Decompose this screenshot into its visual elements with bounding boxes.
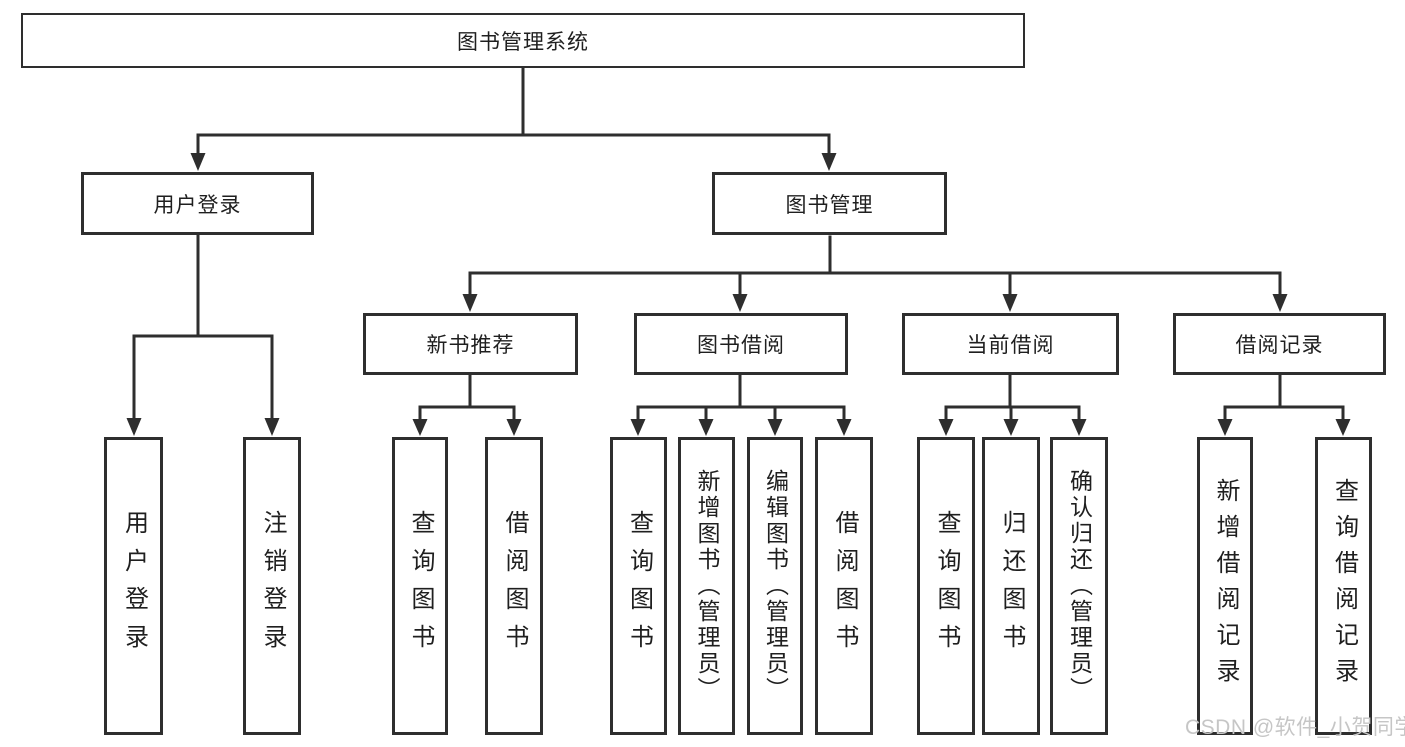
leaf-borrow-query-book: 查询图书 bbox=[610, 437, 667, 735]
leaf-newbook-query-book: 查询图书 bbox=[392, 437, 448, 735]
leaf-borrow-add-book-admin: 新增图书（管理员） bbox=[678, 437, 735, 735]
node-book-management: 图书管理 bbox=[712, 172, 947, 235]
connector-book-borrow bbox=[636, 373, 846, 422]
leaf-logout: 注销登录 bbox=[243, 437, 301, 735]
node-new-book-recommend: 新书推荐 bbox=[363, 313, 578, 375]
leaf-borrow-borrow-book: 借阅图书 bbox=[815, 437, 873, 735]
leaf-current-confirm-return-admin: 确认归还（管理员） bbox=[1050, 437, 1108, 735]
leaf-current-query-book: 查询图书 bbox=[917, 437, 975, 735]
leaf-user-login: 用户登录 bbox=[104, 437, 163, 735]
leaf-current-return-book: 归还图书 bbox=[982, 437, 1040, 735]
node-borrow-record: 借阅记录 bbox=[1173, 313, 1386, 375]
csdn-watermark: CSDN @软件_小贺同学 bbox=[1185, 716, 1405, 739]
connector-user-login bbox=[132, 233, 274, 421]
node-user-login: 用户登录 bbox=[81, 172, 314, 235]
leaf-record-query-record: 查询借阅记录 bbox=[1315, 437, 1372, 735]
leaf-newbook-borrow-book: 借阅图书 bbox=[485, 437, 543, 735]
connector-root bbox=[196, 66, 831, 156]
connector-new-book bbox=[418, 373, 516, 422]
node-root: 图书管理系统 bbox=[21, 13, 1025, 68]
connector-book-management bbox=[468, 235, 1282, 298]
leaf-record-add-record: 新增借阅记录 bbox=[1197, 437, 1253, 735]
connector-current-borrow bbox=[944, 373, 1081, 422]
leaf-borrow-edit-book-admin: 编辑图书（管理员） bbox=[747, 437, 803, 735]
node-current-borrow: 当前借阅 bbox=[902, 313, 1119, 375]
node-book-borrow: 图书借阅 bbox=[634, 313, 848, 375]
connector-borrow-record bbox=[1223, 373, 1345, 422]
arrowheads bbox=[126, 153, 1351, 436]
